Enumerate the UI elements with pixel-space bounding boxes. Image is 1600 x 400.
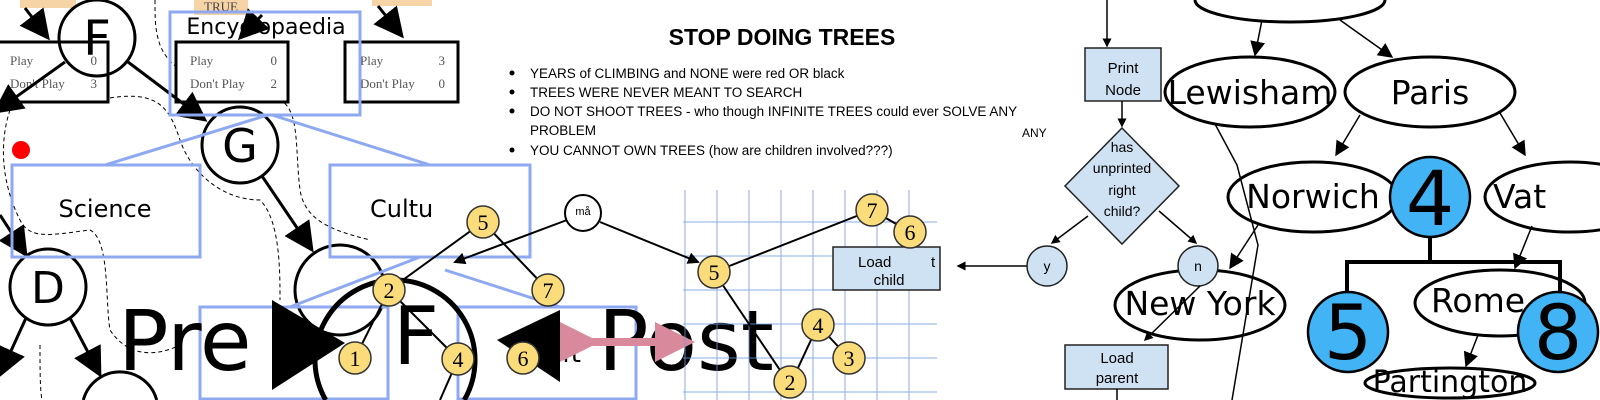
tag-left (20, 0, 76, 8)
no-label: n (1194, 258, 1202, 274)
blue-node-5: 5 (1306, 288, 1390, 377)
ma-label: må (575, 206, 591, 218)
any-fragment: ANY (1022, 126, 1047, 140)
yes-label: y (1044, 258, 1051, 274)
right-triangle-icon (272, 300, 345, 390)
leaf-table-3: Play 3 Don't Play 0 (343, 40, 460, 104)
yellow-node: 6 (506, 341, 540, 375)
yellow-node-label: 6 (518, 346, 529, 371)
city-paris: Paris (1391, 73, 1470, 112)
blue-node-label: 8 (1534, 288, 1582, 377)
yellow-node-label: 6 (905, 220, 916, 245)
bullet-1: YEARS of CLIMBING and NONE were red OR b… (530, 66, 845, 81)
ma-node: må (564, 194, 602, 232)
dont-play-label: Don't Play (190, 76, 245, 91)
yellow-node: 2 (372, 273, 406, 307)
decision-line1: has (1111, 139, 1134, 155)
decision-line3: right (1108, 182, 1135, 198)
bullet-4: YOU CANNOT OWN TREES (how are children i… (530, 143, 893, 158)
yellow-node-label: 7 (867, 198, 878, 223)
yellow-node: 6 (893, 215, 927, 249)
blue-node-label: 4 (1406, 154, 1454, 243)
red-dot (12, 141, 30, 159)
decision-line2: unprinted (1093, 160, 1151, 176)
blue-node-4: 4 (1388, 154, 1472, 243)
yellow-node: 2 (773, 365, 807, 399)
play-count: 0 (271, 53, 278, 68)
yellow-node: 4 (441, 342, 475, 376)
slide-title: STOP DOING TREES (669, 24, 896, 50)
blue-node-label: 5 (1324, 288, 1372, 377)
play-label: Play (360, 53, 384, 68)
tag-right (372, 0, 432, 6)
print-node-line2: Node (1105, 82, 1141, 99)
city-lewisham: Lewisham (1168, 73, 1333, 112)
yellow-node: 5 (697, 255, 731, 289)
dont-play-label: Don't Play (360, 76, 415, 91)
yellow-node: 1 (338, 341, 372, 375)
taxonomy-science: Science (58, 195, 151, 223)
decision-tree-panel: TRUE Play 0 Don't Play 3 Play 0 Don't Pl… (0, 0, 774, 400)
dont-play-count: 3 (91, 76, 98, 91)
yellow-node-label: 5 (478, 210, 489, 235)
city-new-york: New York (1124, 284, 1276, 323)
big-f-label: F (393, 290, 439, 383)
city-partington: Partington (1373, 365, 1528, 400)
load-parent-box: Load parent (1064, 344, 1169, 390)
taxonomy-encyclopaedia: Encyclopaedia (186, 15, 345, 40)
load-child-line2: child (874, 272, 905, 289)
stop-doing-trees-slide: STOP DOING TREES YEARS of CLIMBING and N… (338, 24, 1017, 400)
yes-node: y (1026, 245, 1068, 287)
yellow-node: 4 (801, 308, 835, 342)
yellow-node: 7 (531, 273, 565, 307)
node-d: D (8, 247, 88, 327)
load-child-line1: Load (858, 254, 891, 271)
play-count: 0 (91, 53, 98, 68)
yellow-node: 3 (832, 341, 866, 375)
bullet-3: DO NOT SHOOT TREES - who though INFINITE… (530, 104, 1017, 119)
yellow-node-label: 2 (785, 370, 796, 395)
bullet-2: TREES WERE NEVER MEANT TO SEARCH (530, 85, 802, 100)
dont-play-label: Don't Play (10, 76, 65, 91)
yellow-node-label: 7 (543, 278, 554, 303)
yellow-node: 5 (466, 205, 500, 239)
yellow-node-label: 4 (453, 347, 464, 372)
print-node-line1: Print (1108, 60, 1140, 77)
node-g: G (200, 105, 280, 185)
leaf-table-2: Play 0 Don't Play 2 (174, 40, 290, 104)
city-rome: Rome (1431, 281, 1525, 320)
pre-label: Pre (118, 292, 252, 390)
load-parent-line1: Load (1100, 350, 1133, 367)
play-label: Play (10, 53, 34, 68)
node-label: D (31, 263, 65, 314)
yellow-node-label: 1 (350, 346, 361, 371)
load-child-box: Load t child (832, 246, 941, 291)
city-vat: Vat (1493, 177, 1546, 216)
dont-play-count: 0 (439, 76, 446, 91)
dont-play-count: 2 (271, 76, 278, 91)
yellow-node-label: 4 (813, 313, 824, 338)
lewisham-node (1163, 55, 1337, 129)
bullet-3-cont: PROBLEM (530, 123, 596, 138)
load-child-line1-end: t (931, 254, 936, 271)
yellow-node: 7 (855, 193, 889, 227)
node-label: F (83, 11, 111, 67)
no-node: n (1177, 245, 1219, 287)
load-parent-line2: parent (1096, 370, 1139, 387)
node-partial (81, 370, 159, 400)
decision-line4: child? (1104, 203, 1141, 219)
yellow-node-label: 5 (709, 260, 720, 285)
print-node-box: Print Node (1084, 47, 1162, 102)
ft-label: ft (562, 339, 581, 369)
play-count: 3 (439, 53, 446, 68)
blue-node-8: 8 (1516, 288, 1600, 377)
decision-diamond: has unprinted right child? (1063, 126, 1181, 246)
yellow-node-label: 3 (844, 346, 855, 371)
node-f: F (57, 0, 137, 78)
play-label: Play (190, 53, 214, 68)
city-norwich: Norwich (1246, 177, 1380, 216)
yellow-node-label: 2 (384, 278, 395, 303)
flowchart-and-city-tree: Lewisham Paris Norwich Vat New York Rome… (956, 0, 1600, 400)
taxonomy-culture: Cultu (370, 195, 433, 223)
